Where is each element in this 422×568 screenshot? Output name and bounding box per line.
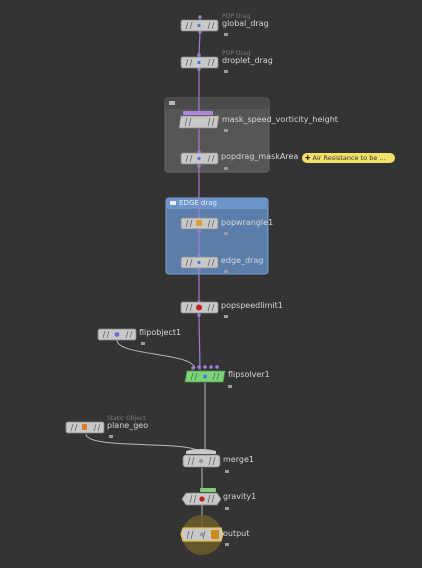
node-label-popdrag-maskarea[interactable]: popdrag_maskArea [221, 152, 299, 161]
node-mask-speed-vorticity-height[interactable] [178, 111, 220, 129]
static-object-icon [82, 424, 87, 430]
node-popwrangle1[interactable] [180, 217, 219, 230]
pop-drag-icon [197, 260, 201, 265]
collapse-icon[interactable] [170, 201, 176, 205]
wires-gray [85, 339, 206, 528]
network-box-title[interactable]: EDGE drag [179, 199, 217, 207]
network-box-edge[interactable] [165, 197, 269, 275]
pop-drag-icon [197, 23, 201, 28]
node-droplet-drag[interactable] [180, 56, 219, 69]
node-type-label: POP Drag [222, 13, 251, 20]
output-icon [200, 532, 204, 537]
node-type-label: Static Object [107, 415, 146, 422]
node-plane-geo[interactable] [65, 421, 105, 434]
node-label-popspeedlimit1[interactable]: popspeedlimit1 [221, 301, 283, 310]
node-merge1[interactable] [182, 449, 221, 468]
note-icon: ✚ [305, 154, 313, 162]
lock-icons [109, 33, 232, 546]
node-label-flipobject1[interactable]: flipobject1 [139, 328, 182, 337]
wrangle-icon [196, 220, 202, 226]
node-type-label: POP Drag [222, 50, 251, 57]
pop-drag-icon [197, 156, 201, 161]
node-popdrag-maskarea[interactable] [180, 152, 219, 165]
merge-icon [198, 458, 204, 464]
solver-icon [203, 374, 207, 379]
node-label-popwrangle1[interactable]: popwrangle1 [221, 218, 274, 227]
node-flipobject1[interactable] [97, 328, 137, 341]
node-flipsolver1[interactable] [184, 370, 226, 383]
node-label-edge-drag[interactable]: edge_drag [221, 256, 264, 265]
node-label-gravity1[interactable]: gravity1 [223, 492, 257, 501]
speed-limit-icon [196, 304, 202, 311]
node-label-droplet-drag[interactable]: droplet_drag [222, 56, 273, 65]
flip-object-icon [114, 332, 120, 337]
sticky-note-text: Air Resistance to be ... [312, 154, 386, 162]
node-edge-drag[interactable] [180, 256, 219, 269]
wires [198, 18, 201, 371]
node-label-plane-geo[interactable]: plane_geo [107, 421, 149, 430]
collapse-icon[interactable] [169, 101, 175, 105]
node-gravity1[interactable] [181, 488, 222, 506]
node-label-global-drag[interactable]: global_drag [222, 19, 269, 28]
node-label-mask-speed-vorticity-height[interactable]: mask_speed_vorticity_height [222, 115, 338, 124]
node-label-output[interactable]: output [223, 529, 250, 538]
sticky-note[interactable]: ✚ Air Resistance to be ... [302, 153, 395, 163]
node-global-drag[interactable] [180, 19, 219, 32]
gravity-icon [199, 496, 205, 502]
pop-drag-icon [197, 60, 201, 65]
node-popspeedlimit1[interactable] [180, 301, 219, 314]
node-label-merge1[interactable]: merge1 [223, 455, 254, 464]
node-output[interactable] [180, 515, 224, 555]
node-label-flipsolver1[interactable]: flipsolver1 [228, 370, 270, 379]
